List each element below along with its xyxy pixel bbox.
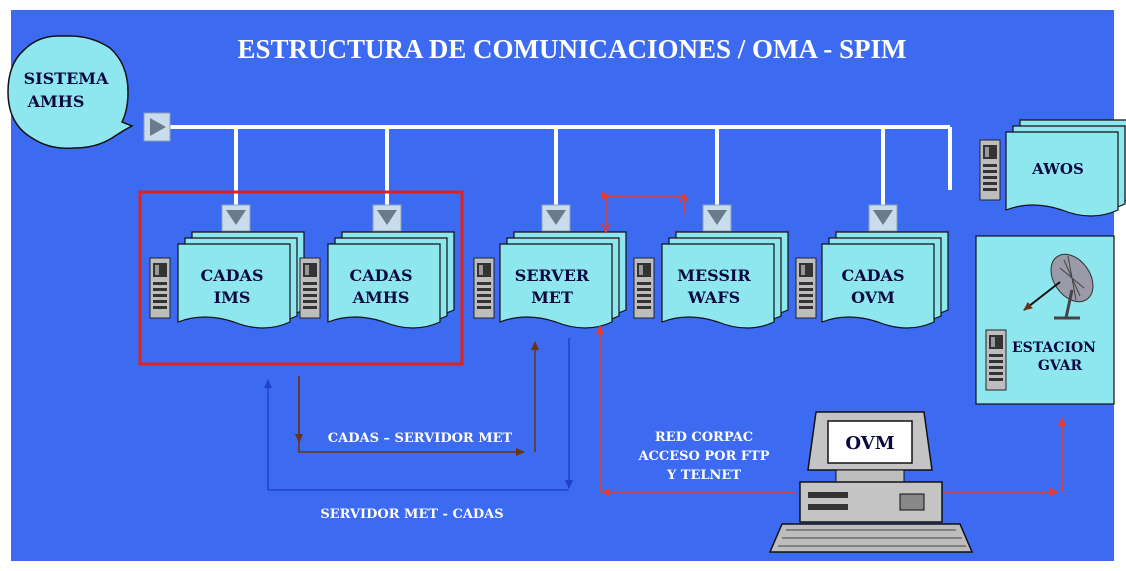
red-corpac-link: RED CORPAC ACCESO POR FTP Y TELNET [596,325,1066,496]
down-arrow-icon [372,204,402,232]
node-label: ESTACION [1012,340,1096,356]
server-tower-icon [795,257,817,319]
server-tower-icon [299,257,321,319]
link-label: SERVIDOR MET - CADAS [320,507,503,522]
node-label: AWOS [1031,160,1084,178]
node-label: SERVER [515,266,590,285]
server-tower-icon [149,257,171,319]
down-arrow-icon [868,204,898,232]
server-messir-link [601,192,689,234]
link-label: CADAS – SERVIDOR MET [328,431,513,446]
node-label: OVM [851,288,895,307]
node-label: MET [531,288,573,307]
node-label: OVM [845,433,894,454]
node-label: AMHS [27,92,85,111]
node-label: SISTEMA [24,69,109,88]
diagram-title: ESTRUCTURA DE COMUNICACIONES / OMA - SPI… [237,34,906,64]
node-label: IMS [214,288,251,307]
node-label: WAFS [687,288,740,307]
network-bus [168,125,952,205]
down-arrow-icon [702,204,732,232]
node-label: MESSIR [677,266,751,285]
node-label: AMHS [352,288,410,307]
node-label: CADAS [350,266,413,285]
server-tower-icon [473,257,495,319]
bus-start-arrow [143,112,171,142]
node-label: GVAR [1038,358,1083,374]
link-label: RED CORPAC [655,430,753,445]
node-messir-wafs: MESSIR WAFS [633,231,789,329]
cadas-servidor-link: CADAS – SERVIDOR MET [295,341,539,456]
node-server-met: SERVER MET [473,231,627,329]
link-label: Y TELNET [666,468,741,483]
node-cadas-ims: CADAS IMS [149,231,305,329]
down-arrow-icon [541,204,571,232]
servidor-cadas-link: SERVIDOR MET - CADAS [264,338,573,522]
down-arrow-icon [221,204,251,232]
node-cadas-amhs: CADAS AMHS [299,231,455,329]
ovm-computer-icon: OVM [768,411,974,553]
satellite-dish-icon [1050,253,1094,320]
server-tower-icon [979,139,1001,201]
link-label: ACCESO POR FTP [637,449,769,464]
server-tower-icon [633,257,655,319]
node-label: CADAS [201,266,264,285]
node-awos: AWOS [979,119,1126,217]
node-estacion-gvar: ESTACION GVAR [975,235,1115,405]
node-cadas-ovm: CADAS OVM [795,231,949,329]
server-tower-icon [985,329,1007,391]
node-sistema-amhs: SISTEMA AMHS [7,35,134,150]
cadas-group-box [138,190,464,366]
node-label: CADAS [842,266,905,285]
